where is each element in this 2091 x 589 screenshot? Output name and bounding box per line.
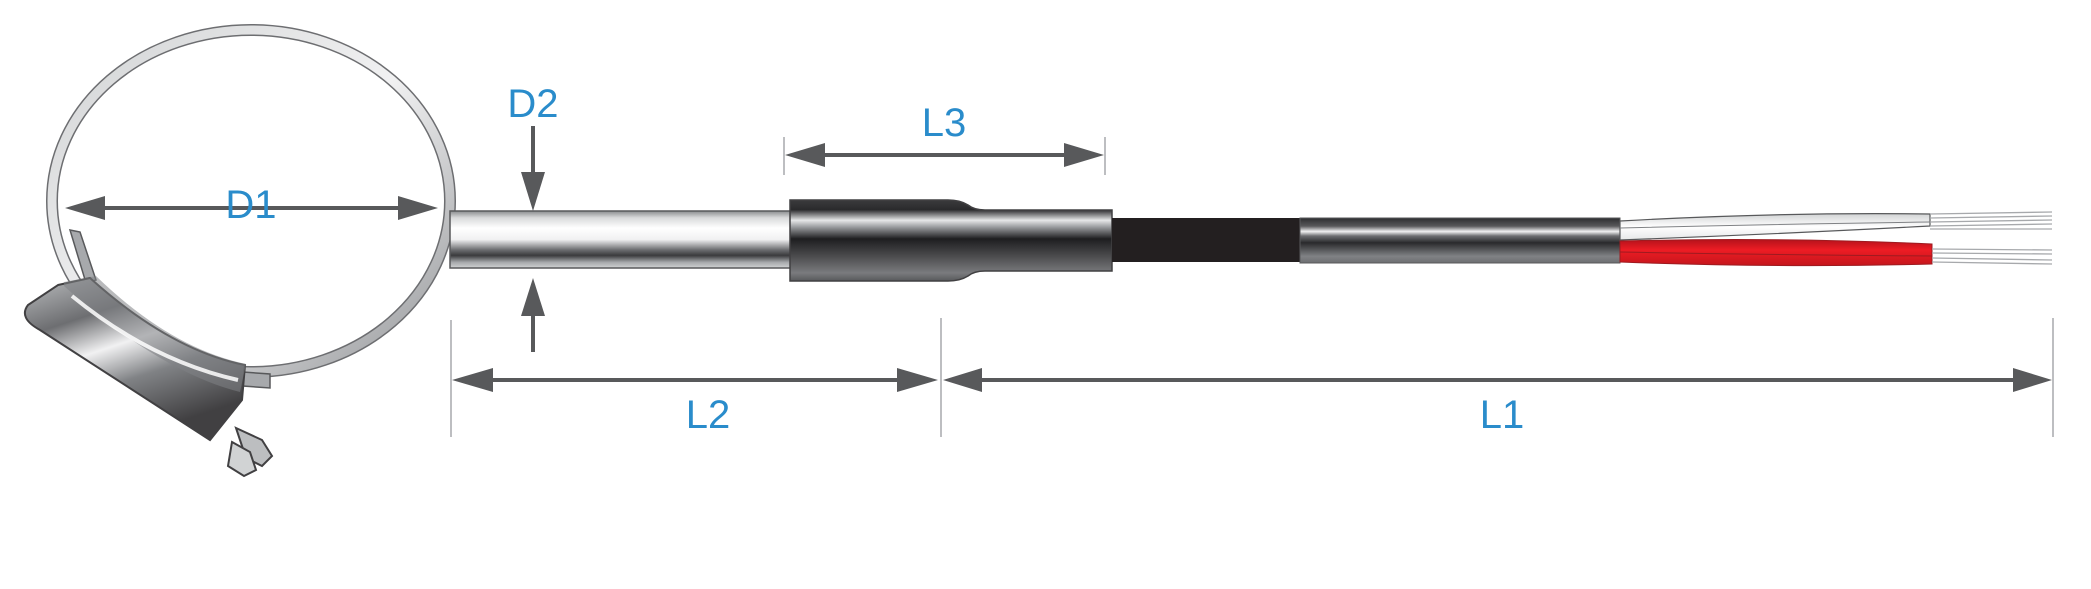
dimension-d2: D2 xyxy=(507,82,559,352)
arrow-right-icon xyxy=(398,196,438,220)
wire-red xyxy=(1619,239,1933,267)
transition-sleeve xyxy=(789,199,1113,282)
gray-jacket xyxy=(1299,217,1621,264)
arrow-right-icon xyxy=(2013,368,2052,392)
label-d1: D1 xyxy=(225,183,276,227)
arrow-right-icon xyxy=(1064,143,1104,167)
arrow-left-icon xyxy=(65,196,105,220)
arrow-left-icon xyxy=(452,368,493,392)
dimension-l3: L3 xyxy=(783,101,1106,175)
label-d2: D2 xyxy=(507,82,558,126)
label-l1: L1 xyxy=(1480,393,1525,437)
dimension-l1: L1 xyxy=(943,368,2052,437)
arrow-right-icon xyxy=(897,368,938,392)
screw-head-icon xyxy=(226,426,274,478)
lead-wires xyxy=(1619,211,2053,267)
hose-clamp xyxy=(24,24,456,478)
label-l3: L3 xyxy=(922,101,967,145)
label-l2: L2 xyxy=(686,393,731,437)
arrow-left-icon xyxy=(785,143,825,167)
extension-lines xyxy=(450,318,2054,437)
arrow-left-icon xyxy=(943,368,982,392)
black-cable xyxy=(1112,218,1302,262)
dimension-d1: D1 xyxy=(65,183,438,227)
probe-sheath xyxy=(449,210,793,269)
arrow-down-icon xyxy=(521,172,545,211)
dimension-l2: L2 xyxy=(452,368,938,437)
wire-strands xyxy=(1929,211,2053,265)
arrow-up-icon xyxy=(521,278,545,316)
